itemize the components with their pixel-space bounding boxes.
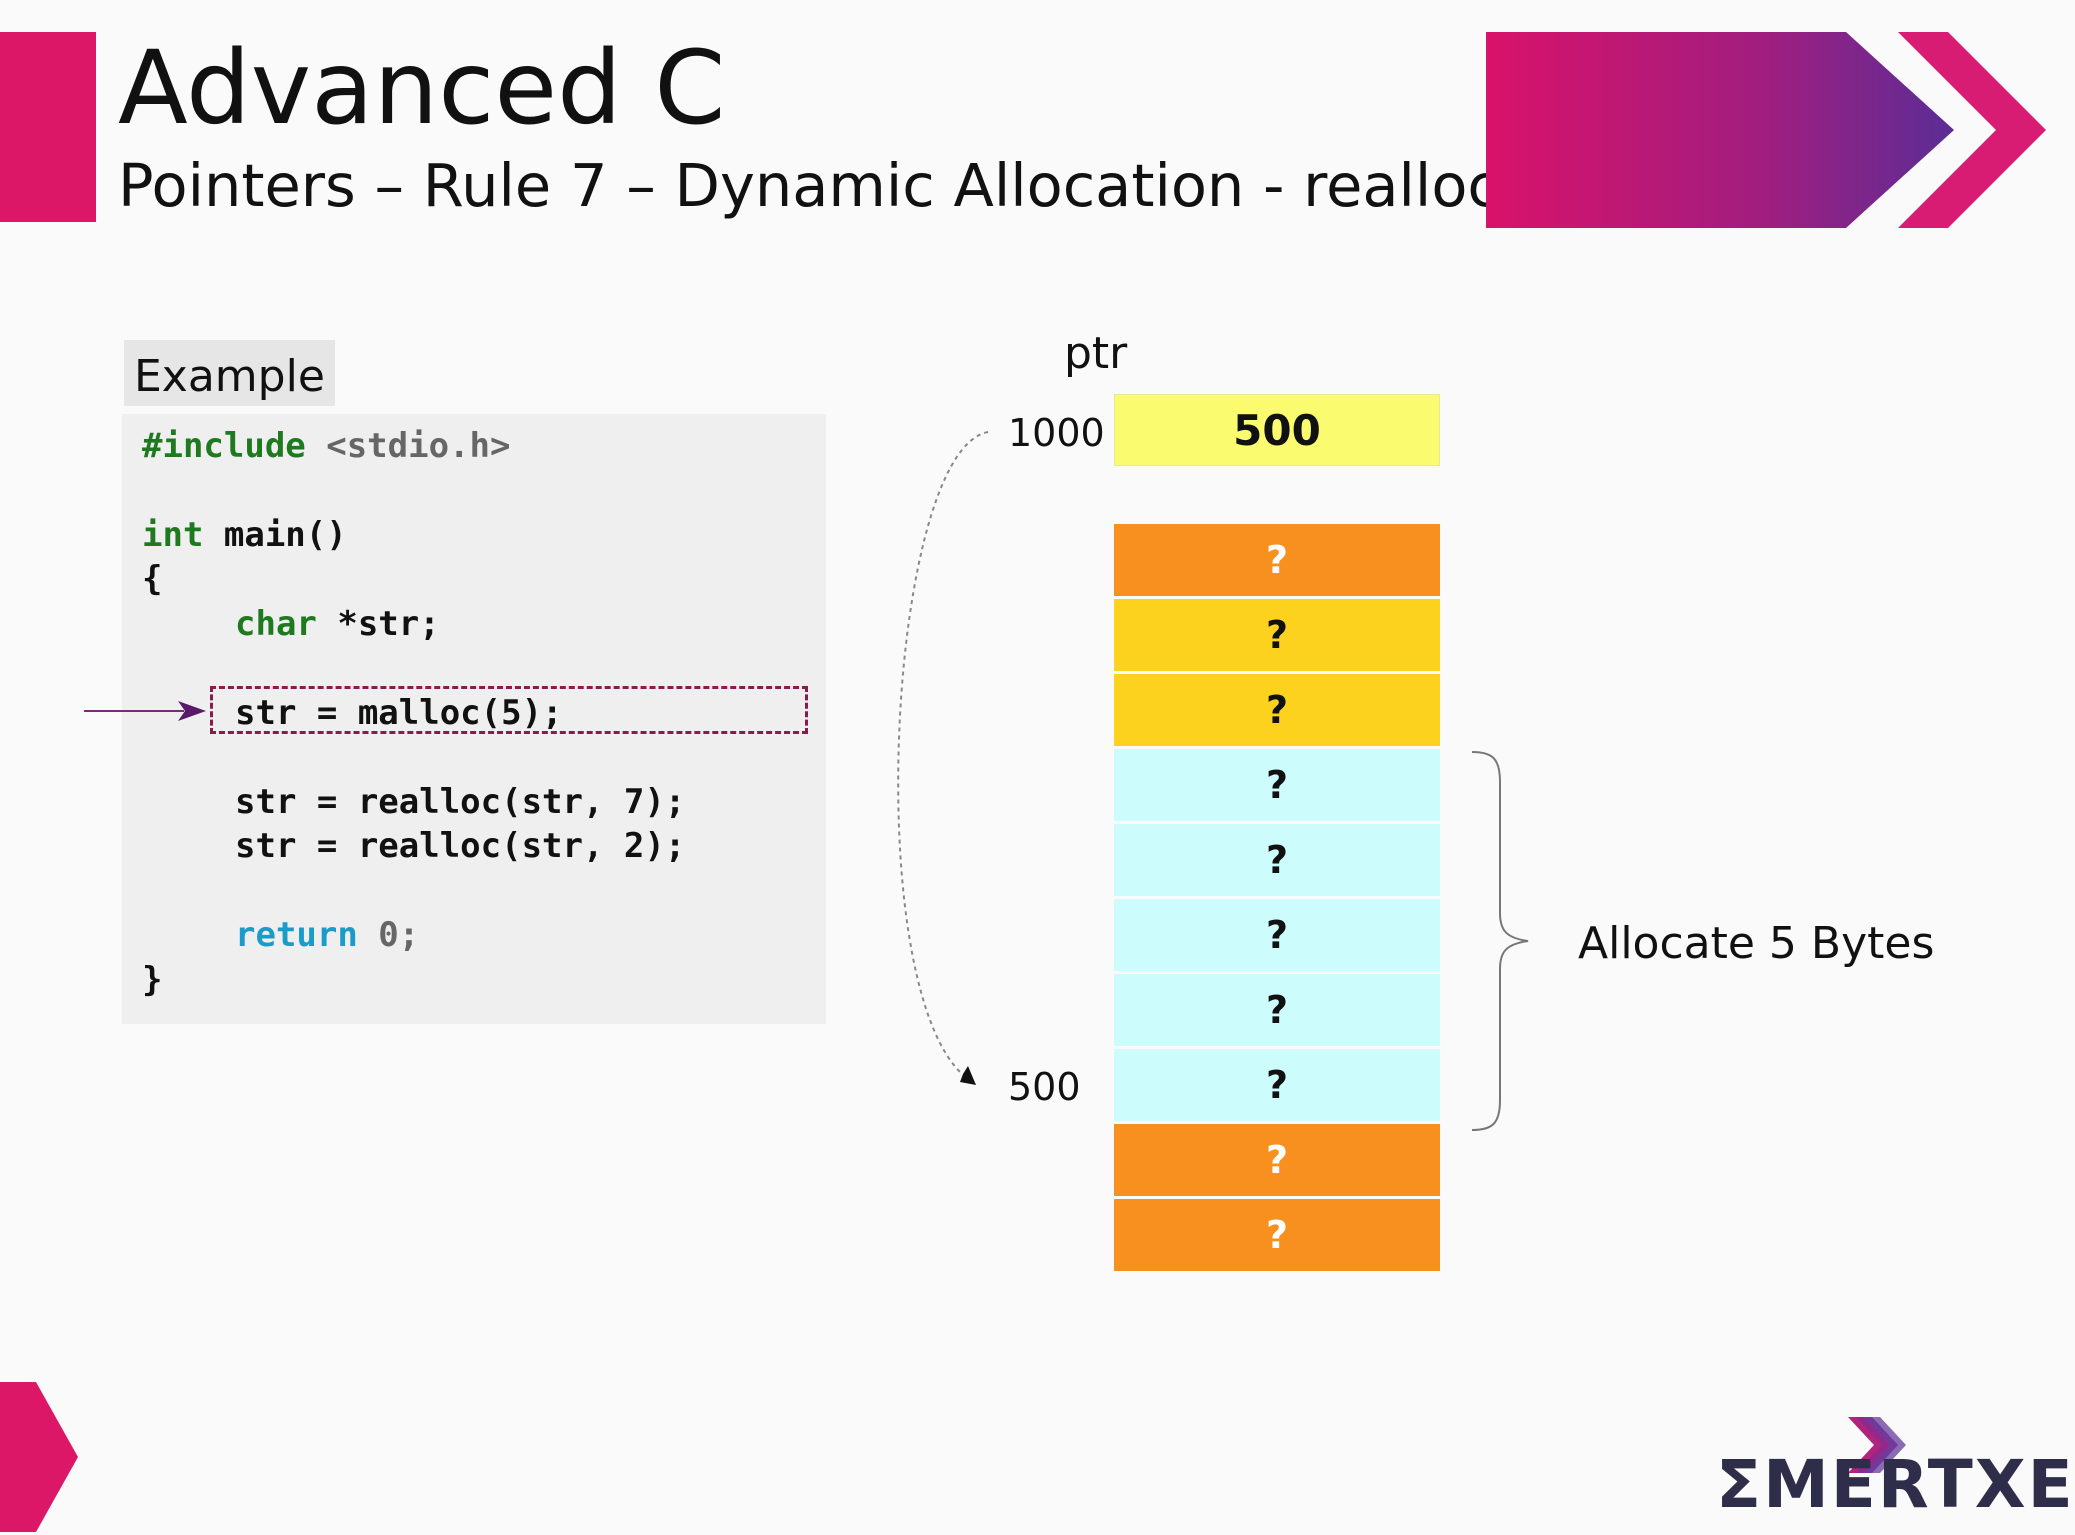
memory-cell: ? [1114,599,1440,671]
code-line-return: return 0; [235,913,419,957]
code-line-realloc-7: str = realloc(str, 7); [235,782,686,822]
bottom-chevron-accent [0,1382,78,1532]
code-line-open-brace: { [142,559,163,599]
current-line-arrow-icon [84,701,206,721]
allocation-annotation: Allocate 5 Bytes [1578,918,1935,969]
memory-cells: ? ? ? ? ? ? ? ? ? ? [1114,524,1440,1274]
char-keyword: char [235,604,317,644]
emertxe-logo-mark [1848,1417,1906,1473]
pointer-reference-arrow [897,431,989,1085]
example-label: Example [124,340,335,406]
code-line-declaration: char *str; [235,602,440,646]
memory-cell: ? [1114,1199,1440,1271]
code-line-close-brace: } [142,960,163,1000]
include-directive: #include [142,426,306,466]
ptr-name-label: ptr [1064,328,1128,379]
current-line-highlight [210,686,808,734]
code-line-realloc-2: str = realloc(str, 2); [235,826,686,866]
block-address-label: 500 [1008,1065,1081,1109]
memory-cell: ? [1114,824,1440,896]
declaration-rest: *str; [316,604,440,644]
left-accent-bar [0,32,96,222]
memory-cell: ? [1114,674,1440,746]
ptr-cell: 500 [1114,394,1440,466]
memory-cell: ? [1114,899,1440,971]
code-block: #include <stdio.h> int main() { char *st… [122,414,826,1024]
return-keyword: return [235,915,358,955]
header-banner-chevron [1486,32,2046,228]
slide-subtitle: Pointers – Rule 7 – Dynamic Allocation -… [118,151,1500,220]
emertxe-logo-text: ΣMERTXE [1716,1446,2075,1523]
code-line-include: #include <stdio.h> [142,424,510,468]
memory-cell: ? [1114,524,1440,596]
code-line-main: int main() [142,513,347,557]
main-signature: main() [203,515,347,555]
return-value: 0; [357,915,420,955]
ptr-address-label: 1000 [1008,411,1105,455]
code-line-malloc: str = malloc(5); [235,693,563,733]
memory-cell: ? [1114,974,1440,1046]
memory-cell: ? [1114,749,1440,821]
memory-cell: ? [1114,1049,1440,1121]
int-keyword: int [142,515,204,555]
allocation-brace-icon [1471,751,1529,1131]
include-header: <stdio.h> [305,426,511,466]
memory-cell: ? [1114,1124,1440,1196]
slide-title: Advanced C [118,29,726,148]
